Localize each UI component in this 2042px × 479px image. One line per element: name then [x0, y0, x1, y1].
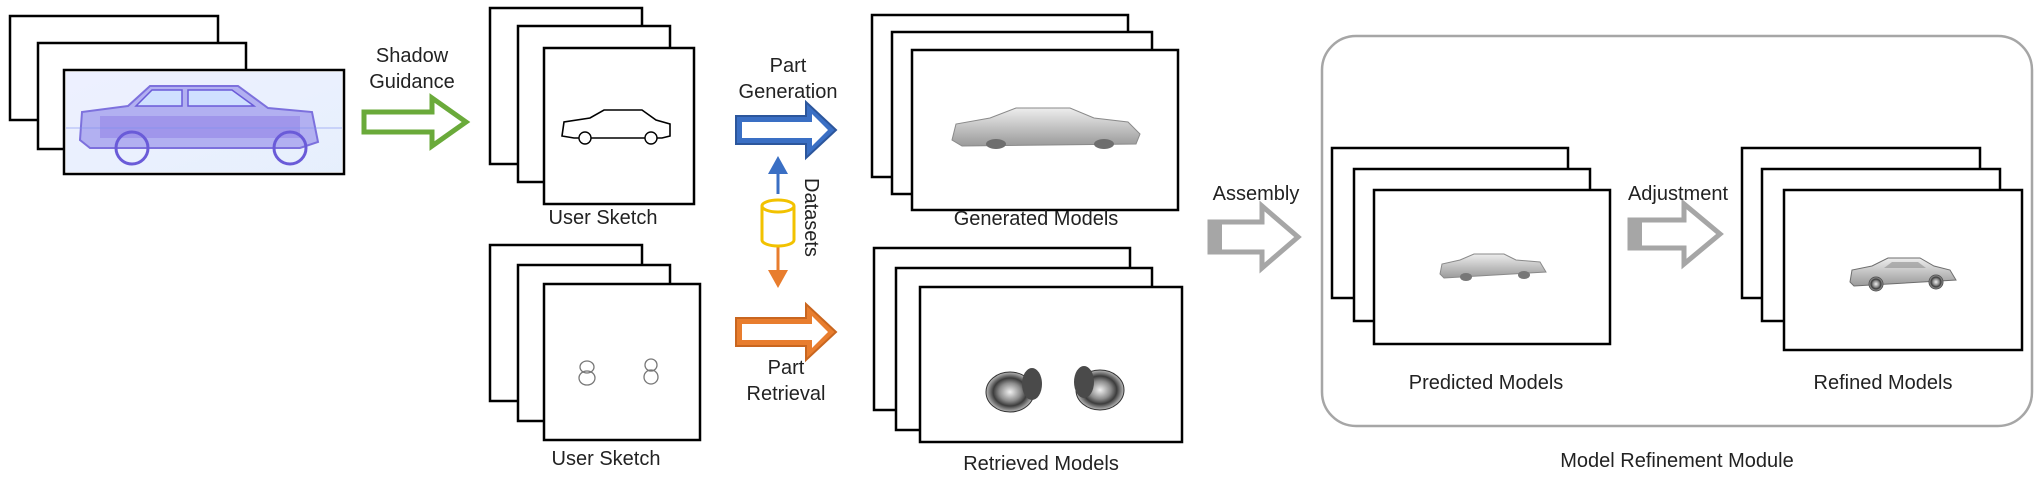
model-refinement-module-frame: [1320, 34, 2034, 428]
retrieved-wheel-models: [985, 366, 1125, 413]
caption-user-sketch-bottom: User Sketch: [552, 448, 661, 470]
wheel-sketch-outlines: [578, 358, 659, 386]
part-retrieval-label-line1: Part: [768, 357, 805, 379]
caption-predicted-models: Predicted Models: [1409, 372, 1564, 394]
user-sketch-stack-top: [488, 6, 696, 206]
model-refinement-module-title: Model Refinement Module: [1560, 450, 1793, 472]
part-generation-label-line2: Generation: [739, 81, 838, 103]
part-generation-label-line1: Part: [770, 55, 807, 77]
generated-models-stack: [870, 13, 1180, 212]
shadow-guidance-label-line1: Shadow: [376, 45, 449, 67]
adjustment-label: Adjustment: [1628, 183, 1728, 205]
shadow-images-stack: [8, 14, 346, 176]
assembly-arrow: [1207, 200, 1302, 274]
user-sketch-stack-bottom: [488, 243, 702, 442]
part-generation-arrow: [735, 99, 838, 161]
retrieved-models-stack: [872, 246, 1184, 444]
datasets-cylinder-icon: [760, 156, 796, 288]
adjustment-arrow: [1627, 198, 1724, 270]
refined-models-stack: [1740, 146, 2024, 352]
shadow-car-image: [66, 72, 342, 172]
part-retrieval-label-line2: Retrieval: [747, 383, 826, 405]
caption-user-sketch-top: User Sketch: [549, 207, 658, 229]
car-sketch-outline: [561, 109, 671, 139]
caption-refined-models: Refined Models: [1814, 372, 1953, 394]
part-retrieval-arrow: [735, 301, 838, 363]
assembly-label: Assembly: [1213, 183, 1300, 205]
caption-generated-models: Generated Models: [954, 208, 1119, 230]
predicted-car-model: [1439, 253, 1547, 281]
shadow-guidance-arrow: [361, 93, 471, 151]
caption-retrieved-models: Retrieved Models: [963, 453, 1119, 475]
refined-car-model: [1849, 257, 1957, 292]
predicted-models-stack: [1330, 146, 1612, 346]
generated-car-body-model: [951, 107, 1141, 149]
datasets-label: Datasets: [800, 178, 822, 257]
shadow-guidance-label-line2: Guidance: [369, 71, 455, 93]
